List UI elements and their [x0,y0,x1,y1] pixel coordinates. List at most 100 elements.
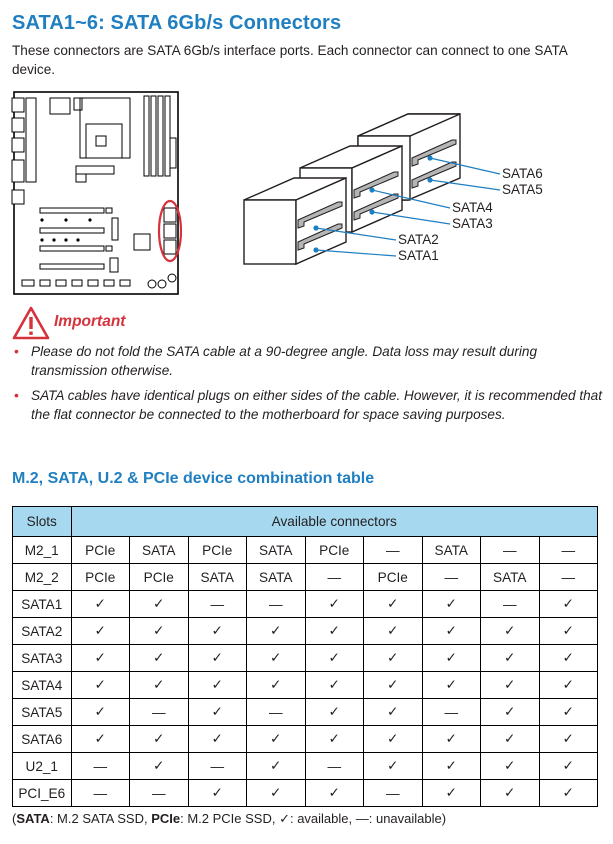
connector-cell: ✓ [187,617,247,645]
list-item: • Please do not fold the SATA cable at a … [12,342,604,380]
table-row: SATA5✓—✓—✓✓—✓✓ [12,698,598,726]
sata3-label: SATA3 [452,216,493,231]
table-title: M.2, SATA, U.2 & PCIe device combination… [12,470,375,487]
connector-cell: ✓ [538,671,598,699]
connector-cell: — [480,536,540,564]
slot-cell: M2_2 [12,563,72,591]
slot-cell: PCI_E6 [12,779,72,807]
slot-cell: SATA5 [12,698,72,726]
connector-cell: ✓ [129,752,189,780]
connector-cell: SATA [246,536,306,564]
connector-cell: ✓ [246,644,306,672]
connector-cell: ✓ [246,617,306,645]
connector-cell: ✓ [421,752,481,780]
connector-cell: ✓ [480,725,540,753]
connector-cell: ✓ [421,725,481,753]
connector-cell: ✓ [480,671,540,699]
connector-cell: ✓ [70,644,130,672]
bullet-text: Please do not fold the SATA cable at a 9… [31,344,538,378]
connector-cell: — [70,779,130,807]
connector-cell: ✓ [363,590,423,618]
connector-cell: — [421,563,481,591]
connector-cell: SATA [129,536,189,564]
connector-cell: SATA [187,563,247,591]
page-title: SATA1~6: SATA 6Gb/s Connectors [12,12,342,34]
connector-cell: ✓ [304,617,364,645]
sata2-label: SATA2 [398,232,439,247]
table-row: SATA4✓✓✓✓✓✓✓✓✓ [12,671,598,699]
connector-cell: ✓ [187,779,247,807]
connector-cell: ✓ [304,644,364,672]
connector-cell: — [363,779,423,807]
connector-cell: ✓ [538,644,598,672]
connector-cell: PCIe [129,563,189,591]
footnote-sata-key: SATA [16,811,50,826]
connector-cell: ✓ [304,671,364,699]
connector-cell: PCIe [304,536,364,564]
connector-cell: ✓ [304,779,364,807]
connector-cell: ✓ [480,644,540,672]
slot-cell: SATA2 [12,617,72,645]
connector-cell: ✓ [363,671,423,699]
important-heading: Important [54,313,126,330]
table-row: SATA2✓✓✓✓✓✓✓✓✓ [12,617,598,645]
slot-cell: U2_1 [12,752,72,780]
sata4-label: SATA4 [452,200,493,215]
footnote-pcie-key: PCIe [151,811,181,826]
slot-cell: SATA4 [12,671,72,699]
table-row: SATA6✓✓✓✓✓✓✓✓✓ [12,725,598,753]
connector-cell: ✓ [421,644,481,672]
connector-cell: ✓ [246,725,306,753]
connector-cell: ✓ [129,671,189,699]
connector-cell: ✓ [187,644,247,672]
connector-cell: ✓ [70,617,130,645]
connector-cell: ✓ [421,590,481,618]
connector-cell: ✓ [129,725,189,753]
connector-cell: — [187,590,247,618]
connector-cell: ✓ [480,779,540,807]
connector-cell: — [129,779,189,807]
connector-cell: ✓ [129,590,189,618]
connector-cell: ✓ [246,671,306,699]
slots-header: Slots [12,506,72,537]
connector-cell: ✓ [538,617,598,645]
connector-cell: ✓ [363,698,423,726]
table-footnote: (SATA: M.2 SATA SSD, PCIe: M.2 PCIe SSD,… [12,811,447,826]
table-row: PCI_E6——✓✓✓—✓✓✓ [12,779,598,807]
connector-cell: ✓ [129,617,189,645]
sata-connector-drawing: SATA6 SATA5 SATA4 SATA3 SATA2 SATA1 [243,113,543,266]
connector-cell: ✓ [538,590,598,618]
connector-cell: — [246,698,306,726]
footnote-pcie-desc: : M.2 PCIe SSD, ✓: available, —: unavail… [180,811,447,826]
bullet-icon: • [14,387,19,403]
connector-cell: — [246,590,306,618]
connector-cell: ✓ [538,698,598,726]
connector-cell: ✓ [480,752,540,780]
connector-cell: ✓ [363,725,423,753]
connector-cell: ✓ [70,671,130,699]
table-header-row: Slots Available connectors [12,506,598,537]
connector-cell: ✓ [246,779,306,807]
slot-cell: M2_1 [12,536,72,564]
connector-cell: ✓ [70,725,130,753]
important-list: • Please do not fold the SATA cable at a … [12,342,604,430]
bullet-icon: • [14,343,19,359]
connector-cell: PCIe [70,563,130,591]
connector-cell: ✓ [363,752,423,780]
connector-cell: — [538,563,598,591]
connector-cell: ✓ [304,725,364,753]
connector-cell: ✓ [421,779,481,807]
connector-cell: — [363,536,423,564]
bullet-text: SATA cables have identical plugs on eith… [31,388,602,422]
connector-cell: ✓ [538,752,598,780]
slot-cell: SATA3 [12,644,72,672]
connector-cell: — [480,590,540,618]
connector-cell: ✓ [480,698,540,726]
connector-cell: — [187,752,247,780]
connector-cell: ✓ [538,725,598,753]
sata-highlight-circle [157,199,182,263]
